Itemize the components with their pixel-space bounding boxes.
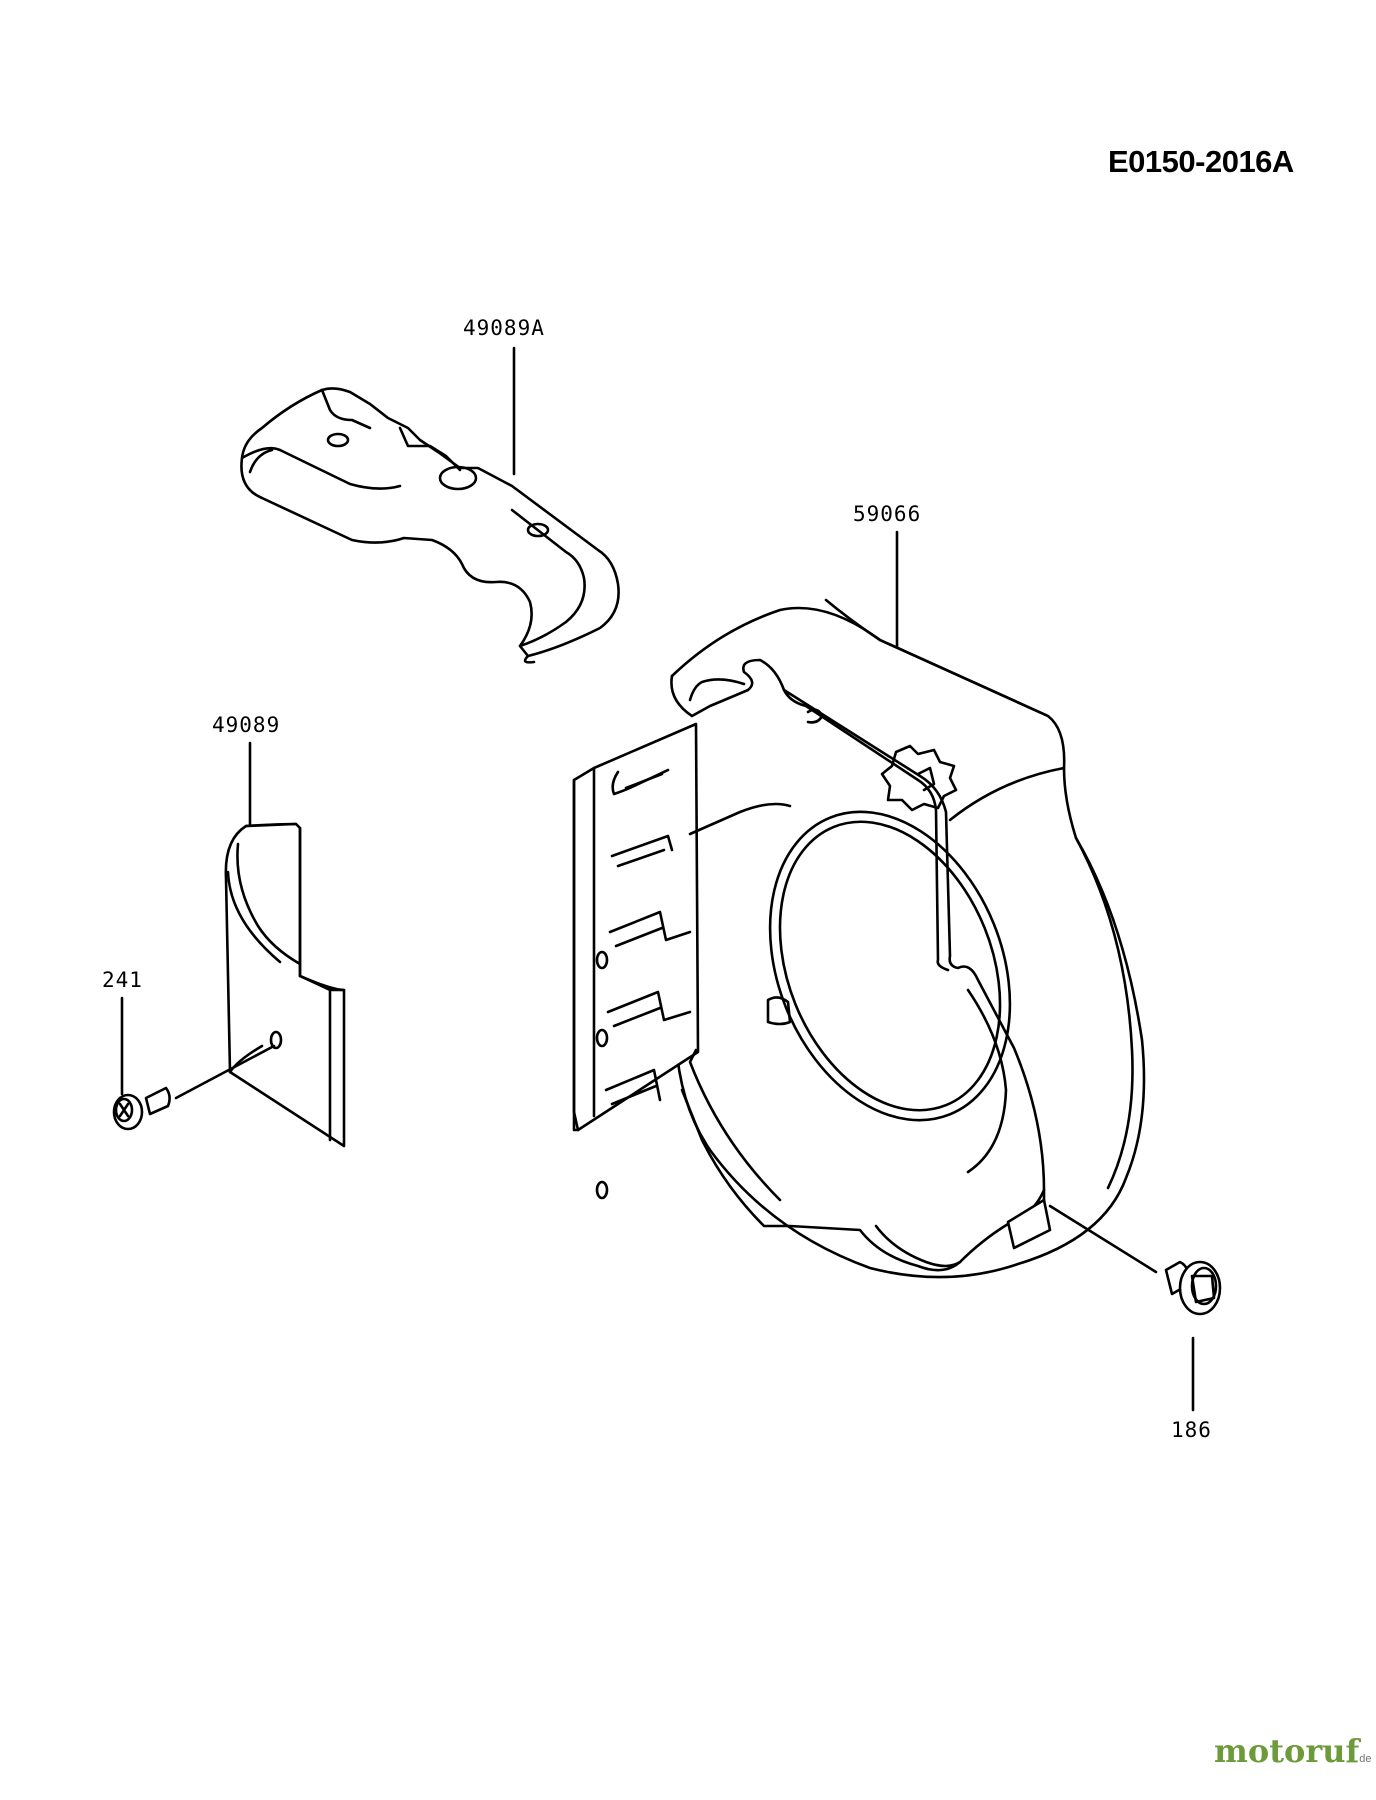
bracket-hole-left bbox=[326, 432, 350, 448]
bolt-186 bbox=[1048, 1204, 1222, 1316]
part-label-49089a: 49089A bbox=[463, 316, 545, 340]
diagram-code: E0150-2016A bbox=[1108, 144, 1294, 179]
blower-housing-59066 bbox=[572, 598, 1146, 1279]
watermark-brand: motoruf bbox=[1214, 1732, 1360, 1770]
cover-bracket-49089a bbox=[240, 387, 620, 664]
plate-hole bbox=[269, 1030, 283, 1050]
housing-inner-ring bbox=[768, 810, 1012, 1122]
part-label-186: 186 bbox=[1171, 1418, 1212, 1442]
bracket-hole-center bbox=[438, 465, 478, 491]
part-label-49089: 49089 bbox=[212, 713, 281, 737]
screw-241 bbox=[112, 1044, 276, 1131]
watermark-logo: motorufde bbox=[1214, 1732, 1371, 1770]
side-cover-plate-49089 bbox=[224, 822, 346, 1148]
part-label-59066: 59066 bbox=[853, 502, 922, 526]
watermark-suffix: de bbox=[1359, 1753, 1372, 1765]
part-label-241: 241 bbox=[102, 968, 143, 992]
housing-star-cutout bbox=[880, 744, 958, 812]
bracket-hole-right bbox=[526, 522, 550, 538]
